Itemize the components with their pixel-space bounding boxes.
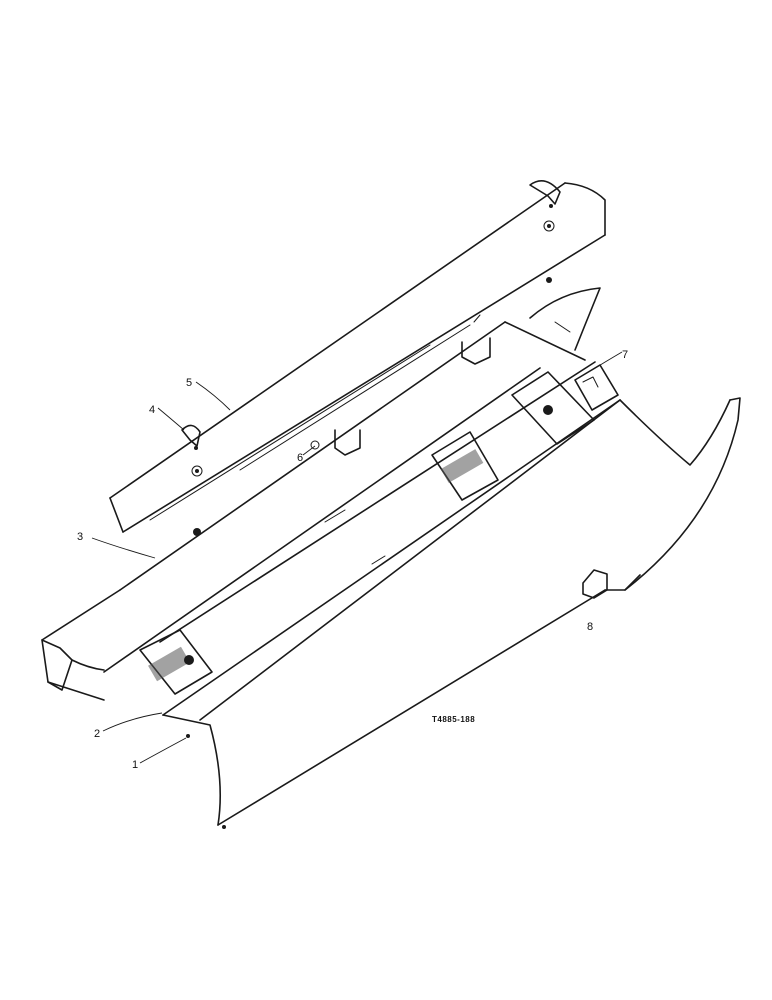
cross-member-1 (139, 629, 213, 695)
callout-1: 1 (132, 759, 138, 771)
callout-2: 2 (94, 728, 100, 740)
end-bracket-7 (574, 364, 619, 411)
callout-7: 7 (622, 349, 628, 361)
callout-3: 3 (77, 531, 83, 543)
callout-8: 8 (587, 621, 593, 633)
cross-member-2 (431, 431, 499, 501)
side-shield-panel (162, 399, 641, 829)
upper-cover-panel (109, 182, 606, 533)
figure-code: T4885-188 (432, 715, 475, 724)
callout-5: 5 (186, 377, 192, 389)
handle-right (529, 180, 561, 232)
callout-4: 4 (149, 404, 155, 416)
cover-bolts (193, 277, 552, 536)
main-tray-body (41, 287, 741, 721)
tie-rod (324, 509, 386, 565)
leader-lines (91, 351, 623, 764)
handle-left (181, 424, 203, 477)
callout-6: 6 (297, 452, 303, 464)
cross-member-3 (511, 371, 595, 445)
